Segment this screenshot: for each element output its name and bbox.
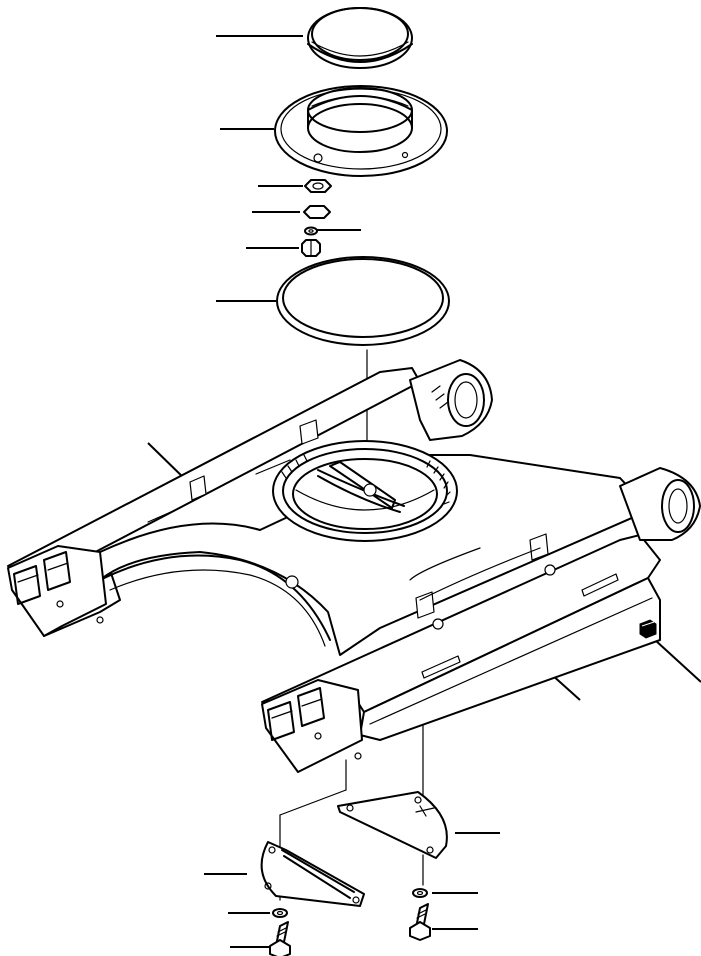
grease-fitting <box>639 619 657 639</box>
seal-cover-plate <box>274 85 448 177</box>
plain-washer <box>303 205 331 219</box>
track-frame <box>7 359 701 773</box>
bolt-front <box>409 903 431 941</box>
frame-bosses <box>189 419 556 630</box>
leader-grease-fitting <box>654 639 701 683</box>
retainer-ring <box>307 7 413 69</box>
frame-slots <box>147 459 619 679</box>
washer-front <box>412 888 428 898</box>
center-line-rear-cover-2 <box>279 789 347 816</box>
under-cover-front <box>337 791 448 859</box>
nut <box>301 239 321 257</box>
washer-rear <box>272 908 288 918</box>
bolt-rear <box>269 921 291 956</box>
clamp-plate <box>304 179 332 193</box>
under-cover-rear <box>260 841 365 907</box>
lock-washer <box>304 226 318 236</box>
o-ring <box>276 256 450 346</box>
